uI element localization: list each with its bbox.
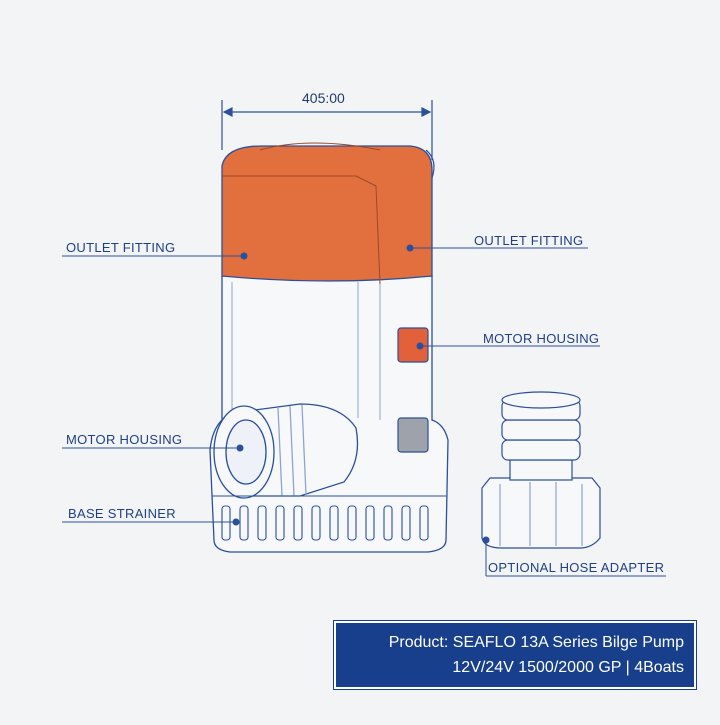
indicator-orange [397,327,429,363]
dimension-line [221,100,433,160]
outlet-nozzle [213,403,359,499]
body-lines [231,282,381,420]
label-motor-housing-right: MOTOR HOUSING [483,331,600,346]
label-base-strainer: BASE STRAINER [68,506,176,521]
hose-adapter [481,391,601,549]
label-motor-housing-left: MOTOR HOUSING [66,432,183,447]
leader-lines [62,244,666,577]
dimension-label: 405:00 [302,90,345,106]
product-name: Product: SEAFLO 13A Series Bilge Pump [388,634,684,651]
product-specs: 12V/24V 1500/2000 GP | 4Boats [452,659,684,676]
label-hose-adapter: OPTIONAL HOSE ADAPTER [488,560,665,575]
product-info-box: Product: SEAFLO 13A Series Bilge Pump 12… [333,620,697,690]
pump-cap [221,142,435,285]
label-outlet-fitting-left: OUTLET FITTING [66,240,176,255]
strainer-slots [212,495,446,541]
indicator-grey [397,417,429,453]
label-outlet-fitting-right: OUTLET FITTING [474,233,584,248]
